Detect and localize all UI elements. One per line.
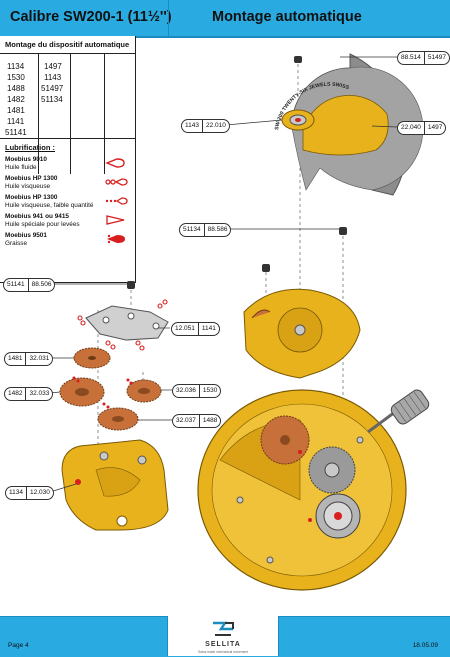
caliber-title: Calibre SW200-1 (11½'') (10, 9, 172, 25)
automatic-bridge-illustration (243, 288, 361, 379)
callout-ref: 1134 (9, 489, 23, 496)
callout-badge: 32.037 1488 (172, 414, 222, 428)
page-number: Page 4 (8, 642, 29, 649)
column-divider (38, 92, 39, 174)
callout-ref: 1530 (198, 385, 220, 397)
column-divider (104, 92, 105, 174)
lubricant-entry: Moebius HP 1300 Huile visqueuse, faible … (5, 194, 93, 210)
lubricant-desc: Huile visqueuse, faible quantité (5, 202, 94, 209)
exploded-view-illustration: SW-200 TWENTY-SIX JEWELS SWISS MADE (0, 0, 430, 591)
callout-ref: 51134 (183, 226, 201, 233)
callout-id: 22.040 (401, 124, 421, 131)
lubricant-name: Moebius 941 ou 9415 (5, 213, 69, 220)
callout-badge: 32.036 1530 (172, 384, 222, 398)
lubricant-desc: Graisse (5, 240, 28, 247)
part-ref: 51134 (41, 95, 63, 104)
part-ref: 51141 (5, 128, 27, 137)
callout-badge: 12.051 1141 (171, 322, 220, 336)
panel-divider (0, 53, 135, 54)
part-ref: 1497 (44, 62, 62, 71)
column-divider (38, 54, 39, 92)
sellita-logo-icon (213, 621, 234, 636)
callout-badge: 88.514 51497 (397, 51, 450, 65)
rotor-illustration: SW-200 TWENTY-SIX JEWELS SWISS MADE (0, 0, 424, 196)
document-date: 18.05.09 (412, 642, 438, 649)
section-title: Montage automatique (212, 9, 362, 25)
gear-illustrations (59, 347, 162, 431)
column-divider (70, 92, 71, 174)
part-ref: 1134 (7, 62, 25, 71)
part-ref: 1530 (7, 73, 25, 82)
callout-id: 22.010 (201, 120, 229, 132)
lubricant-name: Moebius HP 1300 (5, 194, 58, 201)
part-ref: 1482 (7, 95, 25, 104)
callout-id: 88.506 (27, 279, 55, 291)
callout-badge: 51134 88.586 (179, 223, 232, 237)
header-bar: Calibre SW200-1 (11½'') Montage automati… (0, 0, 450, 38)
lubrication-title: Lubrification : (5, 143, 55, 152)
part-ref: 51497 (41, 84, 64, 93)
panel-title: Montage du dispositif automatique (5, 40, 130, 49)
lubricant-entry: Moebius HP 1300 Huile visqueuse (5, 175, 57, 191)
part-ref: 1141 (7, 117, 25, 126)
lubricant-name: Moebius 9501 (5, 232, 47, 239)
callout-badge: 1143 22.010 (181, 119, 230, 133)
lubricant-desc: Huile fluide (5, 164, 37, 171)
callout-id: 32.031 (25, 353, 52, 365)
part-ref: 1143 (44, 73, 62, 82)
callout-badge: 1481 32.031 (4, 352, 54, 366)
callout-id: 88.514 (401, 54, 421, 61)
callout-id: 88.586 (203, 224, 231, 236)
callout-id: 12.030 (25, 487, 53, 499)
automatic-frame-illustration (61, 439, 169, 531)
callout-id: 32.036 (176, 387, 196, 394)
oil-drop-chain-icon (105, 178, 128, 186)
lubricant-entry: Moebius 9010 Huile fluide (5, 156, 47, 172)
lubricant-name: Moebius HP 1300 (5, 175, 58, 182)
callout-id: 32.033 (25, 388, 52, 400)
callout-ref: 1143 (185, 122, 199, 129)
logo-slogan: Swiss made mechanical movement (198, 650, 248, 654)
lubricant-desc: Huile visqueuse (5, 183, 51, 190)
part-ref: 1481 (7, 106, 25, 115)
header-divider (168, 0, 169, 36)
lubricant-entry: Moebius 9501 Graisse (5, 232, 47, 248)
callout-badge: 51141 88.506 (3, 278, 56, 292)
callout-ref: 51141 (7, 281, 25, 288)
column-divider (104, 54, 105, 92)
callout-ref: 1488 (198, 415, 220, 427)
callout-id: 12.051 (175, 325, 195, 332)
callout-badge: 22.040 1497 (397, 121, 447, 135)
support-plate-illustration (85, 305, 169, 341)
logo-text: SELLITA (205, 641, 241, 648)
brand-logo: SELLITA Swiss made mechanical movement (167, 616, 279, 656)
callout-badge: 1482 32.033 (4, 387, 54, 401)
callout-ref: 51497 (423, 52, 449, 64)
part-ref: 1488 (7, 84, 25, 93)
lubricant-name: Moebius 9010 (5, 156, 47, 163)
column-divider (70, 54, 71, 92)
parts-lubrication-panel: Montage du dispositif automatique 1134 1… (0, 36, 136, 283)
callout-badge: 1134 12.030 (5, 486, 54, 500)
lubricant-desc: Huile spéciale pour levées (5, 221, 80, 228)
lubricant-entry: Moebius 941 ou 9415 Huile spéciale pour … (5, 213, 80, 229)
callout-ref: 1482 (8, 390, 23, 397)
oil-drop-outline-icon (105, 158, 125, 168)
callout-ref: 1141 (197, 323, 219, 335)
oil-drop-dotted-icon (105, 197, 128, 205)
callout-ref: 1497 (423, 122, 445, 134)
crown-illustration (367, 389, 430, 434)
grease-drop-filled-icon (107, 234, 125, 244)
callout-ref: 1481 (8, 355, 23, 362)
triangle-outline-icon (106, 215, 125, 225)
callout-id: 32.037 (176, 417, 196, 424)
movement-illustration (197, 389, 407, 591)
panel-divider (0, 138, 135, 139)
